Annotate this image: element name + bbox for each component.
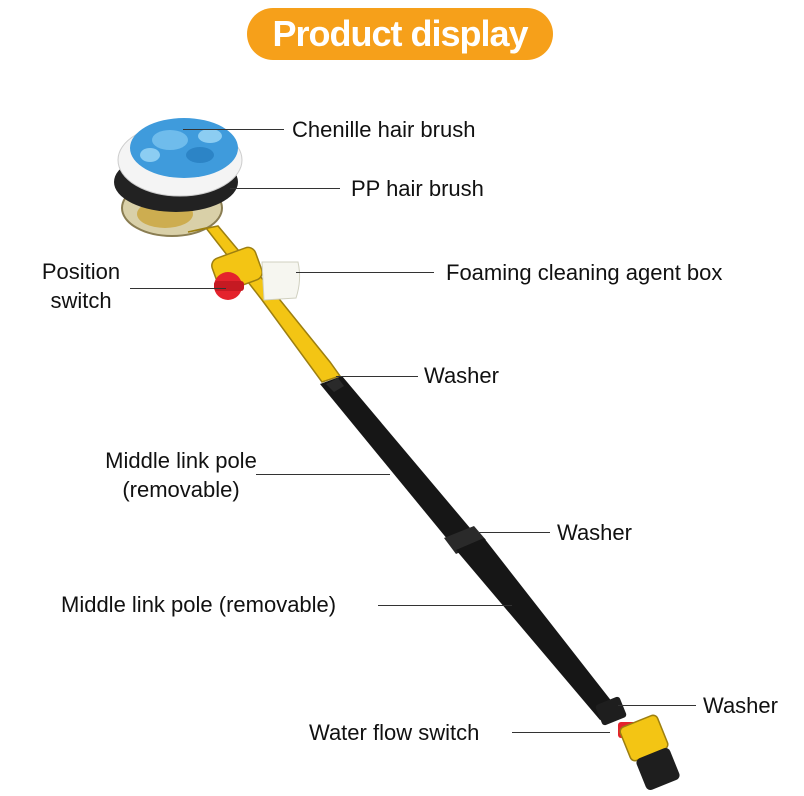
label-washer-2: Washer <box>557 520 632 545</box>
hose-connector <box>636 748 680 790</box>
label-washer-3: Washer <box>703 693 778 718</box>
label-middle-pole-1-line1: Middle link pole <box>105 448 257 473</box>
chenille-highlight-1 <box>152 130 188 150</box>
label-position-line2: switch <box>50 288 112 313</box>
chenille-shade-1 <box>186 147 214 163</box>
label-water-flow-switch: Water flow switch <box>309 720 480 745</box>
leader-washer-3 <box>618 705 696 706</box>
washer-bottom <box>595 696 627 726</box>
label-position-switch: Position switch <box>32 257 130 315</box>
label-washer-1: Washer <box>424 363 499 388</box>
leader-middle-pole-2 <box>378 605 512 606</box>
leader-washer-1 <box>336 376 418 377</box>
washer-middle <box>444 526 486 554</box>
leader-chenille <box>183 129 284 130</box>
label-position-line1: Position <box>41 259 121 284</box>
pole-segment-2 <box>456 538 620 720</box>
chenille-highlight-2 <box>140 148 160 162</box>
label-pp-hair-brush: PP hair brush <box>351 176 484 201</box>
title-banner: Product display <box>247 8 553 60</box>
brush-head <box>114 118 243 237</box>
leader-water-flow <box>512 732 610 733</box>
black-pole <box>320 376 620 720</box>
leader-position <box>130 288 226 289</box>
position-switch-lever <box>214 281 244 291</box>
label-foaming-cleaning-agent-box: Foaming cleaning agent box <box>446 260 723 285</box>
label-middle-link-pole-2: Middle link pole (removable) <box>61 592 337 617</box>
label-middle-link-pole-1: Middle link pole (removable) <box>90 446 272 504</box>
leader-foaming <box>296 272 434 273</box>
foam-box <box>261 261 301 301</box>
chenille-highlight-3 <box>198 129 222 143</box>
yellow-tube <box>187 225 342 383</box>
label-middle-pole-1-line2: (removable) <box>122 477 240 502</box>
chenille-pad <box>130 118 238 178</box>
yellow-neck <box>187 225 342 383</box>
leader-pp <box>230 188 340 189</box>
bottom-fittings <box>595 696 680 790</box>
washer-top <box>326 378 344 392</box>
leader-washer-2 <box>478 532 550 533</box>
page-title: Product display <box>272 13 528 54</box>
leader-middle-pole-1 <box>256 474 390 475</box>
label-chenille-hair-brush: Chenille hair brush <box>292 117 476 142</box>
pole-segment-1 <box>320 376 470 540</box>
